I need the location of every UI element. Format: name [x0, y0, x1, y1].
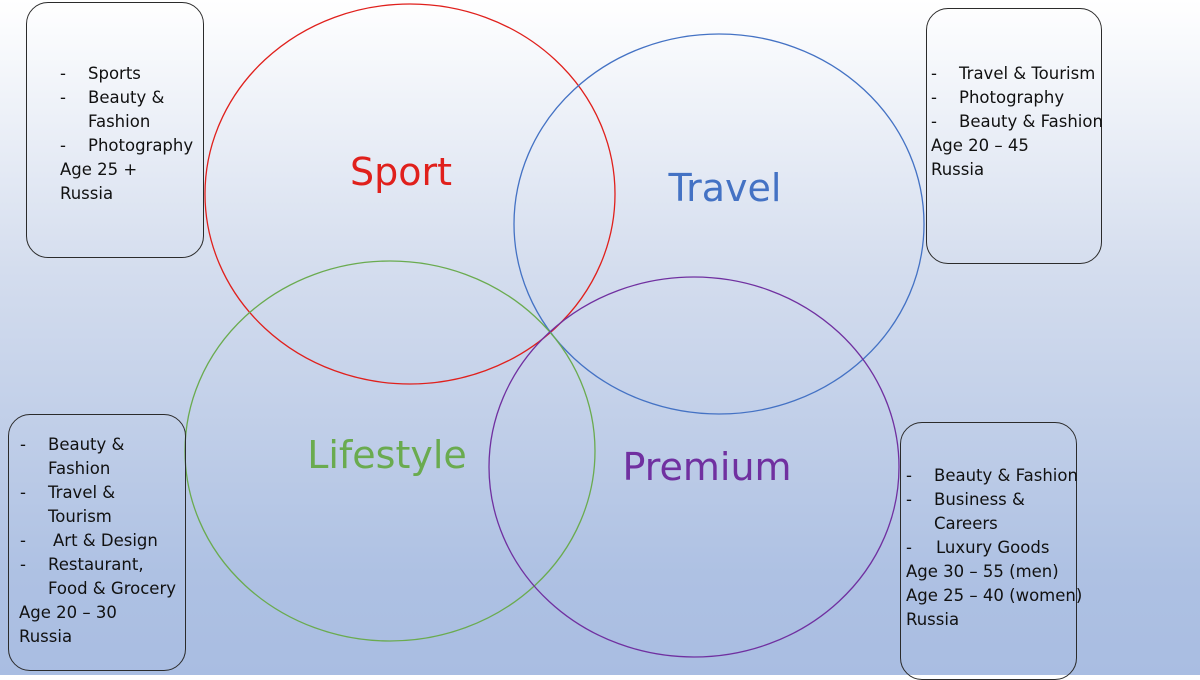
premium-audience-box: Beauty & Fashion Business & Careers Luxu…	[900, 422, 1083, 680]
sport-interest-list: Sports Beauty & Fashion Photography	[60, 62, 203, 158]
country: Russia	[60, 184, 114, 203]
list-item: Beauty & Fashion	[60, 86, 168, 134]
travel-label: Travel	[668, 166, 782, 210]
list-item: Travel & Tourism	[931, 62, 1101, 86]
travel-circle	[513, 33, 925, 415]
list-item: Beauty & Fashion	[906, 464, 1078, 488]
country: Russia	[906, 610, 960, 629]
country: Russia	[19, 627, 73, 646]
premium-label: Premium	[622, 445, 791, 489]
list-item: Business & Careers	[906, 488, 1034, 536]
lifestyle-interest-list: Beauty & Fashion Travel & Tourism Art & …	[20, 433, 185, 601]
premium-circle	[488, 276, 900, 658]
lifestyle-audience-box: Beauty & Fashion Travel & Tourism Art & …	[8, 414, 186, 671]
age-range: Age 20 – 45	[931, 136, 1029, 155]
sport-audience-box: Sports Beauty & Fashion Photography Age …	[26, 2, 204, 258]
age-range: Age 25 +	[60, 160, 138, 179]
list-item: Beauty & Fashion	[20, 433, 128, 481]
sport-circle	[204, 3, 616, 385]
list-item: Art & Design	[20, 529, 185, 553]
list-item: Luxury Goods	[906, 536, 1076, 560]
sport-label: Sport	[350, 150, 452, 194]
list-item: Photography	[60, 134, 203, 158]
premium-interest-list: Beauty & Fashion Business & Careers Luxu…	[906, 464, 1078, 560]
lifestyle-label: Lifestyle	[307, 433, 467, 477]
travel-interest-list: Travel & Tourism Photography Beauty & Fa…	[931, 62, 1103, 134]
country: Russia	[931, 160, 985, 179]
age-range: Age 20 – 30	[19, 603, 117, 622]
list-item: Photography	[931, 86, 1101, 110]
travel-audience-box: Travel & Tourism Photography Beauty & Fa…	[926, 8, 1103, 264]
list-item: Restaurant, Food & Grocery	[20, 553, 178, 601]
age-range-men: Age 30 – 55 (men)	[906, 562, 1059, 581]
list-item: Sports	[60, 62, 203, 86]
list-item: Beauty & Fashion	[931, 110, 1103, 134]
age-range-women: Age 25 – 40 (women)	[906, 586, 1083, 605]
list-item: Travel & Tourism	[20, 481, 118, 529]
